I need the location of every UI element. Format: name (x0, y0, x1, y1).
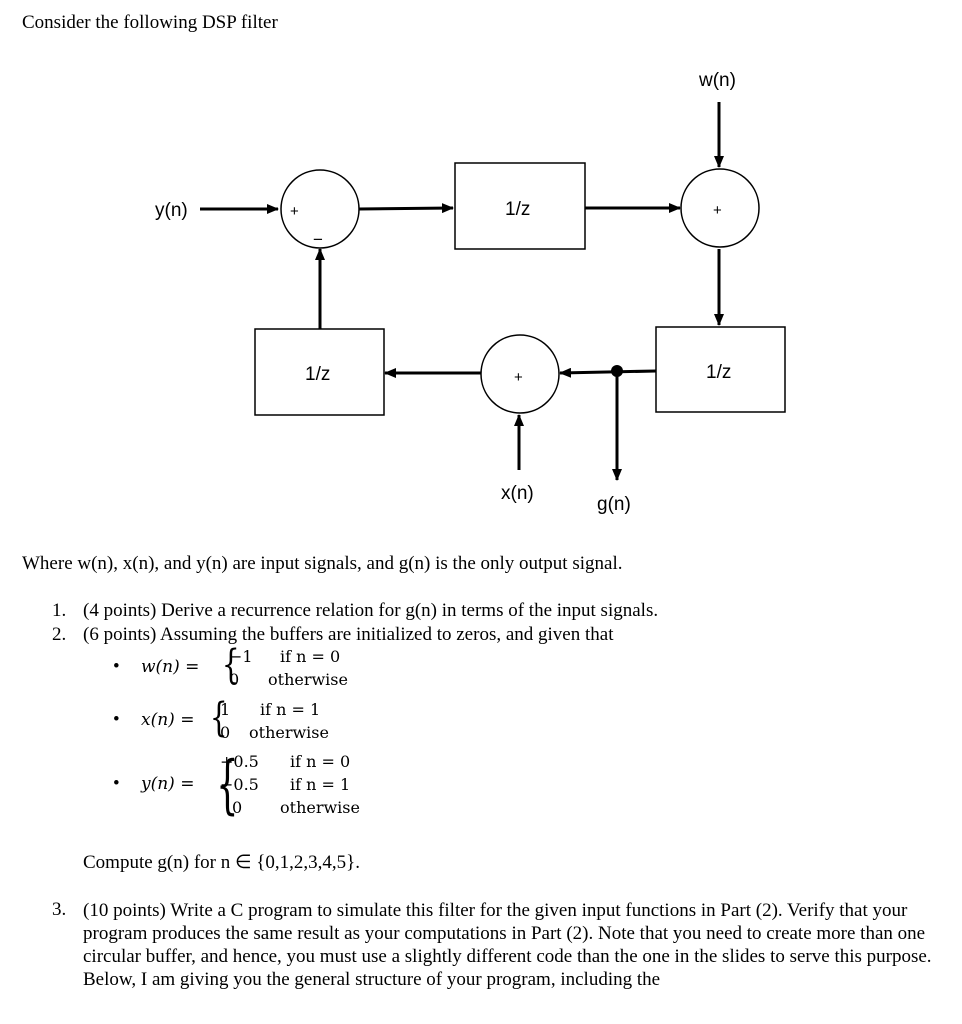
delay-block-3 (254, 328, 385, 416)
intro-text: Consider the following DSP filter (22, 12, 278, 33)
delay-label-2: 1/z (706, 362, 731, 383)
compute-instruction: Compute g(n) for n ∈ {0,1,2,3,4,5}. (83, 852, 361, 873)
question-3-number: 3. (52, 899, 67, 920)
adder-sum3 (480, 334, 560, 414)
sum2-plus: + (713, 202, 722, 219)
adder-sum1 (280, 169, 360, 249)
filter-diagram: y(n) w(n) x(n) g(n) 1/z 1/z 1/z + − + + (155, 70, 786, 515)
delay-label-3: 1/z (305, 364, 330, 385)
question-3-text: (10 points) Write a C program to simulat… (83, 900, 932, 990)
where-text: Where w(n), x(n), and y(n) are input sig… (22, 553, 623, 574)
delay-label-1: 1/z (505, 199, 530, 220)
delay-block-2 (655, 326, 786, 413)
label-g: g(n) (597, 494, 631, 515)
label-y: y(n) (155, 200, 188, 221)
arrow-delay2-to-sum3 (559, 367, 657, 378)
sum1-plus: + (290, 203, 299, 220)
sum1-minus: − (313, 230, 323, 249)
sum3-plus: + (514, 369, 523, 386)
adder-sum2 (680, 168, 760, 248)
arrow-sum1-to-delay1 (358, 203, 454, 214)
junction-dot (611, 365, 623, 377)
label-w: w(n) (698, 70, 736, 91)
delay-block-1 (454, 162, 586, 250)
label-x: x(n) (501, 483, 534, 504)
